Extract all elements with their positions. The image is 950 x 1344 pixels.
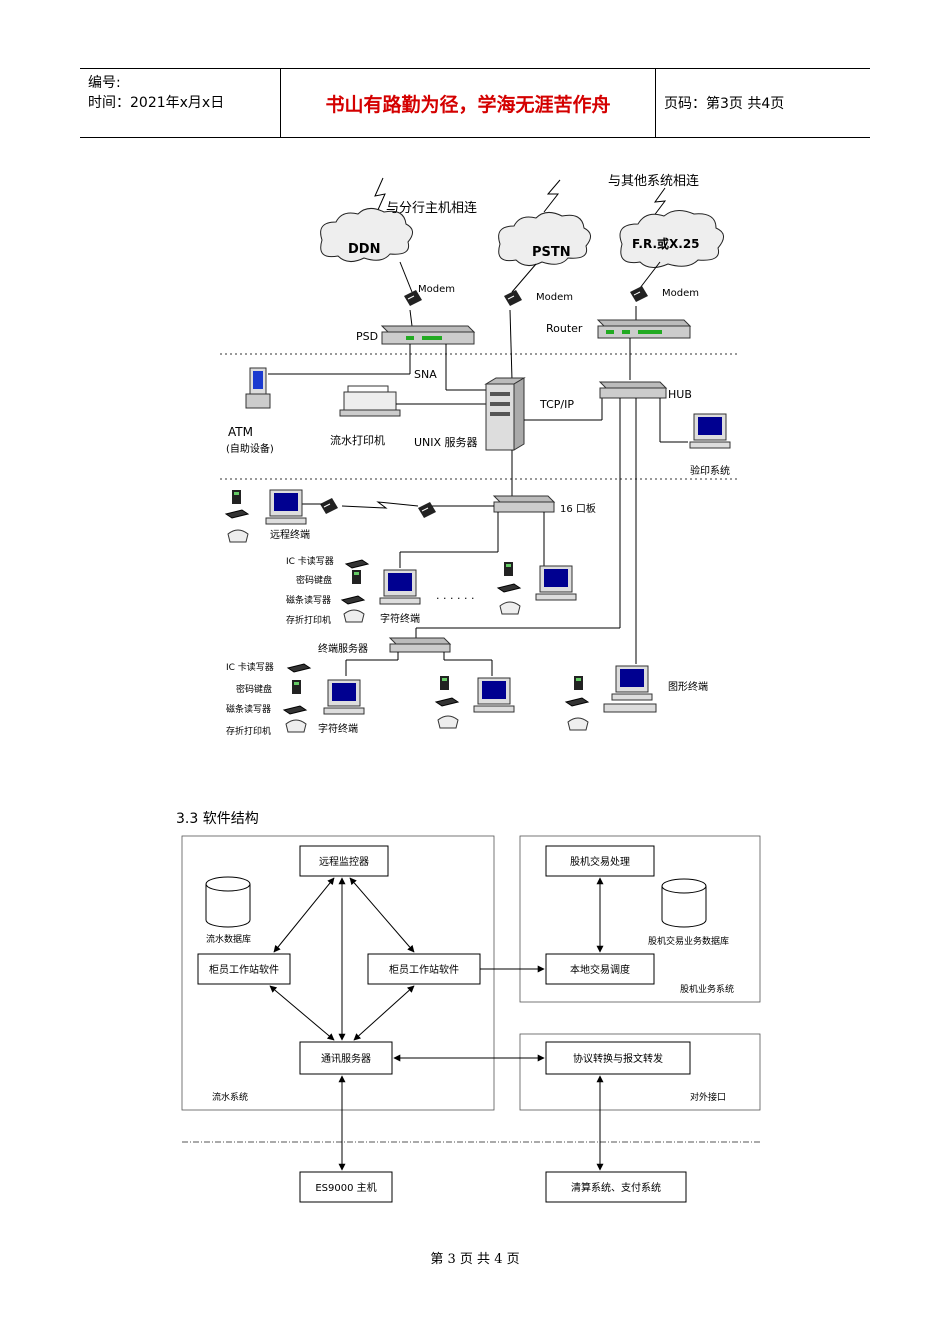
modem-label-1: Modem (418, 284, 455, 295)
pin-pad-label-1: 密码键盘 (296, 574, 332, 586)
ellipsis-dots: · · · · · · (436, 592, 474, 605)
ic-reader-label-2: IC 卡读写器 (226, 661, 274, 673)
counter-software-right-box: 柜员工作站软件 (389, 963, 459, 976)
comm-server-box: 通讯服务器 (321, 1052, 371, 1065)
passbook-printer-label-2: 存折打印机 (226, 725, 271, 737)
flow-db-icon (205, 876, 251, 928)
psd-device (380, 325, 476, 345)
hub-label: HUB (668, 388, 692, 401)
printer-label: 流水打印机 (330, 433, 385, 447)
atm-sub-label: (自助设备) (226, 442, 274, 455)
external-label: 对外接口 (690, 1091, 726, 1103)
pin-pad-label-2: 密码键盘 (236, 683, 272, 695)
char-terminal-label-1: 字符终端 (380, 612, 420, 625)
char-terminal-label-2: 字符终端 (318, 722, 358, 735)
cloud-fr (619, 210, 724, 268)
graphic-terminal-label: 图形终端 (668, 680, 708, 693)
unix-label: UNIX 服务器 (414, 436, 478, 449)
flow-system-label: 流水系统 (212, 1091, 248, 1103)
atm-device (245, 367, 271, 409)
counter-software-left-box: 柜员工作站软件 (209, 963, 279, 976)
tcpip-label: TCP/IP (539, 398, 574, 411)
page-footer: 第 3 页 共 4 页 (430, 1252, 520, 1267)
psd-label: PSD (356, 330, 378, 343)
header-page-info: 页码：第3页 共4页 (664, 96, 785, 112)
mag-reader-label-2: 磁条读写器 (226, 703, 271, 715)
stock-db-label: 股机交易业务数据库 (648, 935, 729, 947)
header-left: 编号: 时间：2021年x月x日 (88, 73, 280, 113)
hub-device (598, 381, 668, 399)
passbook-printer-label-1: 存折打印机 (286, 614, 331, 626)
flow-system-frame (181, 835, 495, 1111)
router-label: Router (546, 322, 583, 335)
voucher-label: 验印系统 (690, 464, 730, 477)
atm-label: ATM (228, 425, 253, 439)
stock-system-frame (519, 835, 761, 1003)
external-interface-frame (519, 1033, 761, 1111)
unix-server (484, 377, 526, 451)
router-device (596, 319, 692, 339)
terminal-server (388, 637, 452, 653)
local-sched-box: 本地交易调度 (570, 963, 630, 976)
protocol-box: 协议转换与报文转发 (573, 1052, 663, 1065)
stock-proc-box: 股机交易处理 (570, 855, 630, 868)
mag-reader-label-1: 磁条读写器 (286, 594, 331, 606)
host-box: ES9000 主机 (315, 1181, 376, 1194)
cloud-pstn (498, 212, 591, 266)
terminal-server-label: 终端服务器 (318, 642, 368, 655)
flow-printer (339, 385, 401, 417)
cloud-pstn-label: PSTN (532, 245, 571, 260)
doc-time-label: 时间：2021年x月x日 (88, 95, 225, 111)
cloud-fr-label: F.R.或X.25 (632, 236, 700, 251)
flow-db-label: 流水数据库 (206, 933, 251, 945)
modem-label-3: Modem (662, 288, 699, 299)
doc-code-label: 编号: (88, 75, 121, 91)
port16-board (492, 495, 556, 513)
cloud-ddn (320, 208, 413, 262)
stock-db-icon (661, 878, 707, 928)
page-header: 编号: 时间：2021年x月x日 书山有路勤为径，学海无涯苦作舟 页码：第3页 … (80, 68, 870, 138)
remote-terminal-label: 远程终端 (270, 528, 310, 541)
remote-monitor-box: 远程监控器 (319, 855, 369, 868)
ic-reader-label-1: IC 卡读写器 (286, 555, 334, 567)
note-other-system: 与其他系统相连 (608, 173, 699, 189)
port16-label: 16 口板 (560, 502, 596, 515)
cloud-ddn-label: DDN (348, 242, 380, 257)
header-motto: 书山有路勤为径，学海无涯苦作舟 (280, 69, 656, 137)
modem-label-2: Modem (536, 292, 573, 303)
sna-label: SNA (414, 368, 437, 381)
clearing-box: 清算系统、支付系统 (571, 1181, 661, 1194)
section-title: 3.3 软件结构 (176, 811, 259, 827)
stock-system-label: 股机业务系统 (680, 983, 734, 995)
note-branch-host: 与分行主机相连 (386, 200, 477, 216)
